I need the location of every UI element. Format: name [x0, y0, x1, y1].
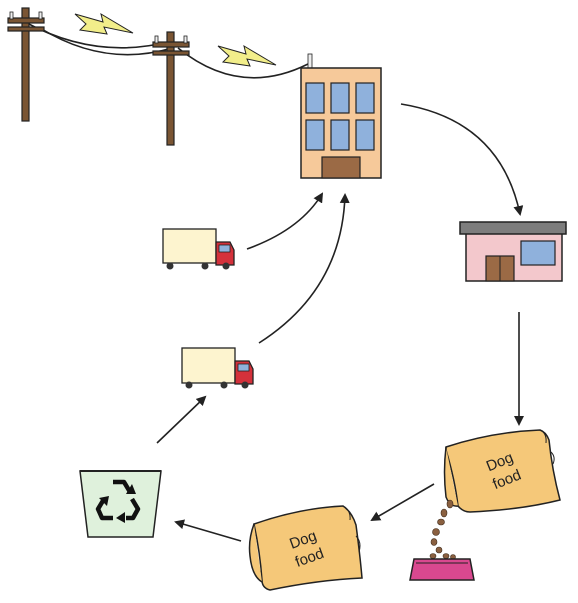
recycle-bin-icon: [79, 470, 162, 538]
pet-bowl-icon: [409, 558, 475, 581]
flow-arrows: [156, 103, 524, 542]
arrow-empty-bag-to-bin: [174, 519, 242, 542]
lightning-icon: [217, 44, 277, 67]
truck-icon: [181, 347, 254, 389]
recycle-icon: [95, 479, 141, 523]
arrow-truck-to-factory-upper: [246, 192, 324, 250]
power-pole-icon: [7, 7, 45, 122]
lightning-icon: [74, 12, 134, 35]
arrow-factory-to-shop: [400, 103, 524, 216]
arrow-bin-to-truck: [156, 395, 207, 444]
shop-icon: [459, 221, 567, 282]
factory-icon: [300, 53, 382, 179]
kibble-stream: [429, 499, 456, 560]
truck-icon: [162, 228, 235, 270]
arrow-bag-to-empty-bag: [370, 483, 435, 522]
arrow-truck-to-factory: [258, 193, 350, 344]
power-pole-icon: [152, 31, 190, 146]
dog-food-bag-icon: Dog food: [248, 505, 363, 591]
dog-food-bag-icon: Dog food: [443, 429, 561, 513]
